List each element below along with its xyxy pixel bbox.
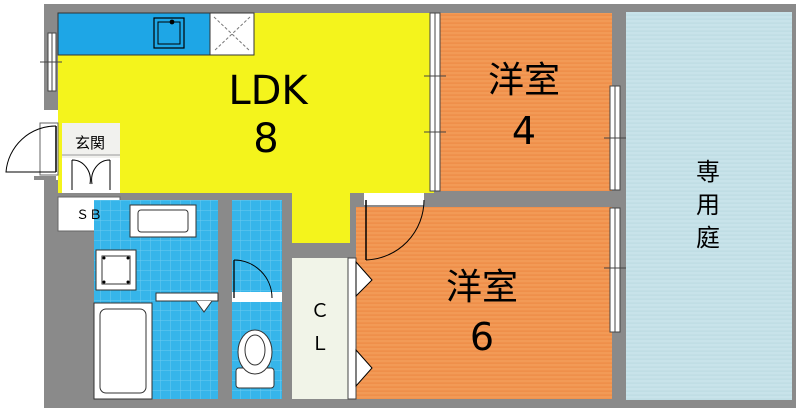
shoe-box-label: ＳＢ <box>76 208 102 223</box>
garden-label-2: 用 <box>696 191 720 219</box>
closet <box>292 257 373 400</box>
entrance <box>62 123 120 193</box>
western-room-6 <box>356 207 612 399</box>
door-western-6 <box>364 193 425 261</box>
garden-window-lower <box>604 207 626 333</box>
entrance-door <box>0 110 59 180</box>
garden-label-3: 庭 <box>696 224 720 252</box>
sink-icon <box>153 17 185 49</box>
western-room-6-label: 洋室 <box>446 267 518 308</box>
closet-label-c: Ｃ <box>310 300 329 322</box>
kitchen-counter <box>57 12 255 56</box>
western-room-6-size: 6 <box>470 315 494 359</box>
washing-machine-icon <box>95 249 137 291</box>
private-garden <box>614 4 796 408</box>
garden-label-1: 専 <box>696 158 720 186</box>
western-room-4-label: 洋室 <box>488 60 560 101</box>
garden-window-upper <box>604 85 626 191</box>
western-room-4 <box>440 13 612 191</box>
toilet <box>232 200 282 399</box>
left-window <box>40 32 62 92</box>
sliding-door-ldk <box>424 12 446 192</box>
closet-label-l: Ｌ <box>310 333 329 355</box>
western-room-4-size: 4 <box>512 109 536 153</box>
toilet-bowl-icon <box>237 329 273 375</box>
ldk-label: LDK <box>228 68 309 114</box>
entrance-label: 玄関 <box>75 134 105 152</box>
bathtub <box>93 302 153 400</box>
ldk-size: 8 <box>253 116 278 162</box>
